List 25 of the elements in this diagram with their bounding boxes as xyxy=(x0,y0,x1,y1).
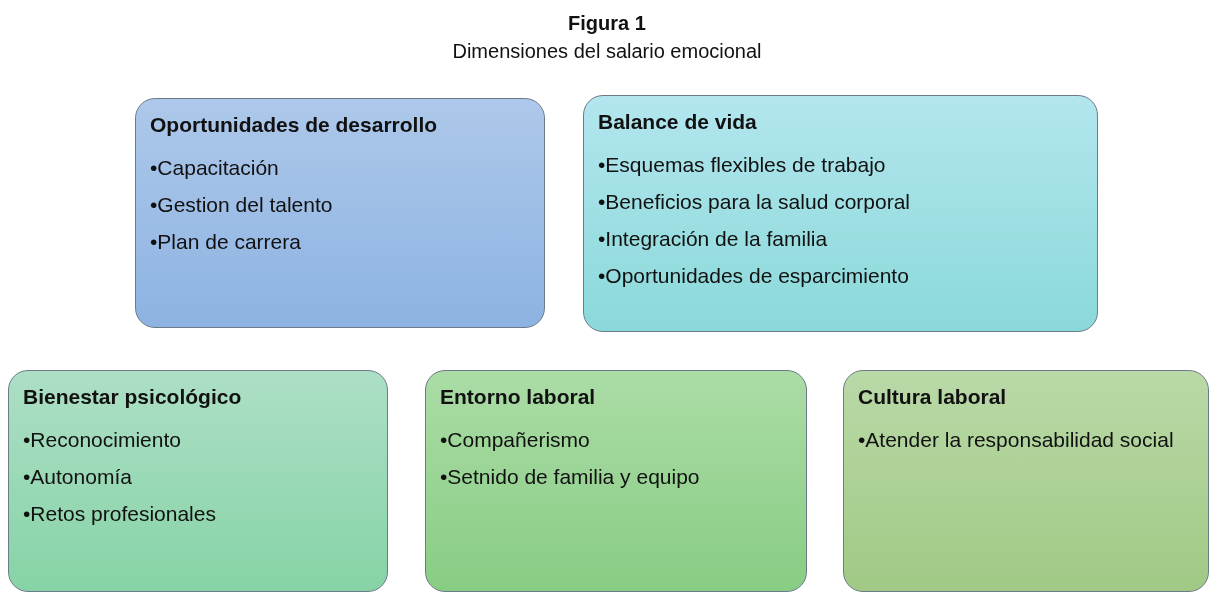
category-box xyxy=(425,370,807,592)
bullet-item: •Oportunidades de esparcimiento xyxy=(598,263,910,289)
bullet-item: •Plan de carrera xyxy=(150,229,302,255)
figure-title: Figura 1 xyxy=(568,12,646,35)
bullet-item: •Capacitación xyxy=(150,155,280,181)
category-box xyxy=(583,95,1098,332)
bullet-item: •Gestion del talento xyxy=(150,192,334,218)
bullet-item: •Setnido de familia y equipo xyxy=(440,464,701,490)
figure-subtitle: Dimensiones del salario emocional xyxy=(452,40,762,63)
box-heading: Entorno laboral xyxy=(440,385,597,409)
bullet-item: •Integración de la familia xyxy=(598,226,829,252)
category-box xyxy=(843,370,1209,592)
box-heading: Cultura laboral xyxy=(858,385,1008,409)
category-box xyxy=(135,98,545,328)
bullet-item: •Beneficios para la salud corporal xyxy=(598,189,912,215)
bullet-item: •Retos profesionales xyxy=(23,501,217,527)
bullet-item: •Autonomía xyxy=(23,464,133,490)
box-heading: Balance de vida xyxy=(598,110,758,134)
box-heading: Bienestar psicológico xyxy=(23,385,243,409)
bullet-item: •Atender la responsabilidad social xyxy=(858,427,1175,453)
bullet-item: •Reconocimiento xyxy=(23,427,182,453)
category-box xyxy=(8,370,388,592)
bullet-item: •Esquemas flexibles de trabajo xyxy=(598,152,887,178)
box-heading: Oportunidades de desarrollo xyxy=(150,113,439,137)
bullet-item: •Compañerismo xyxy=(440,427,591,453)
